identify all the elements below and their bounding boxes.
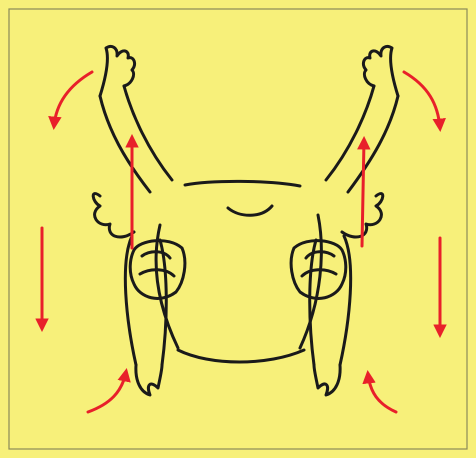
arrow-right-up [362,140,364,246]
